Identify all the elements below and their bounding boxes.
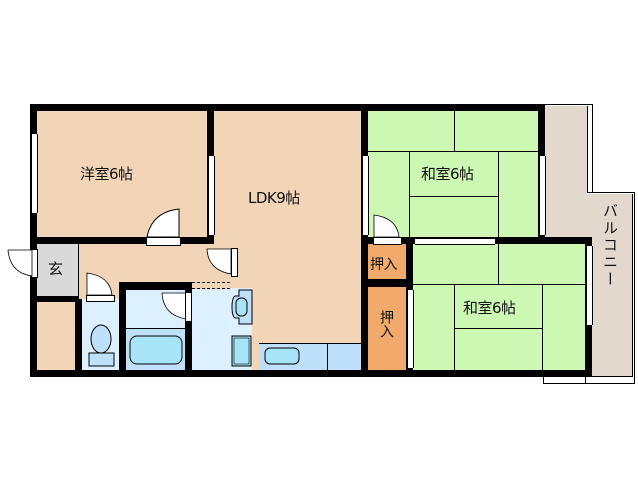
door-swing-toilet [86,272,113,296]
window-west[interactable] [31,134,38,213]
wall-segment [545,237,592,244]
closet-1 [368,244,406,279]
window-western-ldk[interactable] [208,156,215,235]
sliding-door-closet[interactable] [407,290,414,368]
tatami-line [413,284,585,285]
kitchen-sink-icon [264,347,300,365]
washing-machine-icon [231,335,252,367]
counter-divider [327,343,328,370]
balcony-floor-top [545,106,587,196]
sliding-door-japanese-rooms[interactable] [415,238,495,245]
door-swing-bathroom [161,292,187,320]
door-toilet[interactable] [86,295,115,302]
tatami-line [498,244,499,284]
door-western-room[interactable] [146,237,181,246]
western-room-label: 洋室6帖 [80,165,133,183]
washroom-entry [192,282,230,289]
toilet-icon [88,324,115,367]
tatami-line [498,151,499,237]
wall-japanese-balcony [538,111,545,156]
closet-2-label: 押入 [378,310,394,338]
door-swing-entrance [7,249,33,277]
window-japanese2-balcony[interactable] [586,246,593,325]
window-japanese-balcony[interactable] [539,156,546,235]
storage [37,302,75,370]
wall-western-ldk [207,111,214,156]
entrance [37,244,79,296]
japanese-room-2-label: 和室6帖 [463,299,516,317]
tatami-line [409,151,410,237]
door-swing-western [146,208,180,238]
japanese-room-1-label: 和室6帖 [421,165,474,183]
entrance-label: 玄 [48,260,63,278]
tatami-line [542,284,543,370]
tatami-line [368,151,538,152]
japanese-room-2 [413,244,585,370]
door-bathroom[interactable] [185,292,192,322]
sink-icon [231,289,253,325]
ldk-label: LDK9帖 [248,189,300,207]
window-ldk-japanese[interactable] [362,156,369,235]
closet-1-label: 押入 [370,257,398,273]
outer-wall-bottom-right [545,370,592,377]
tatami-line [454,284,455,370]
closet-2 [368,287,406,370]
japanese-room-1 [368,111,538,237]
door-closet-1[interactable] [373,237,402,245]
bathtub-icon [129,335,183,365]
door-ldk-hall[interactable] [231,248,238,277]
tatami-line [454,111,455,151]
tatami-line [409,196,498,197]
door-swing-hall-ldk [206,248,232,275]
tatami-line [454,328,542,329]
door-swing-closet [373,214,400,238]
balcony-label: バルコニー [601,203,619,288]
wall-ldk-japanese [361,111,368,156]
